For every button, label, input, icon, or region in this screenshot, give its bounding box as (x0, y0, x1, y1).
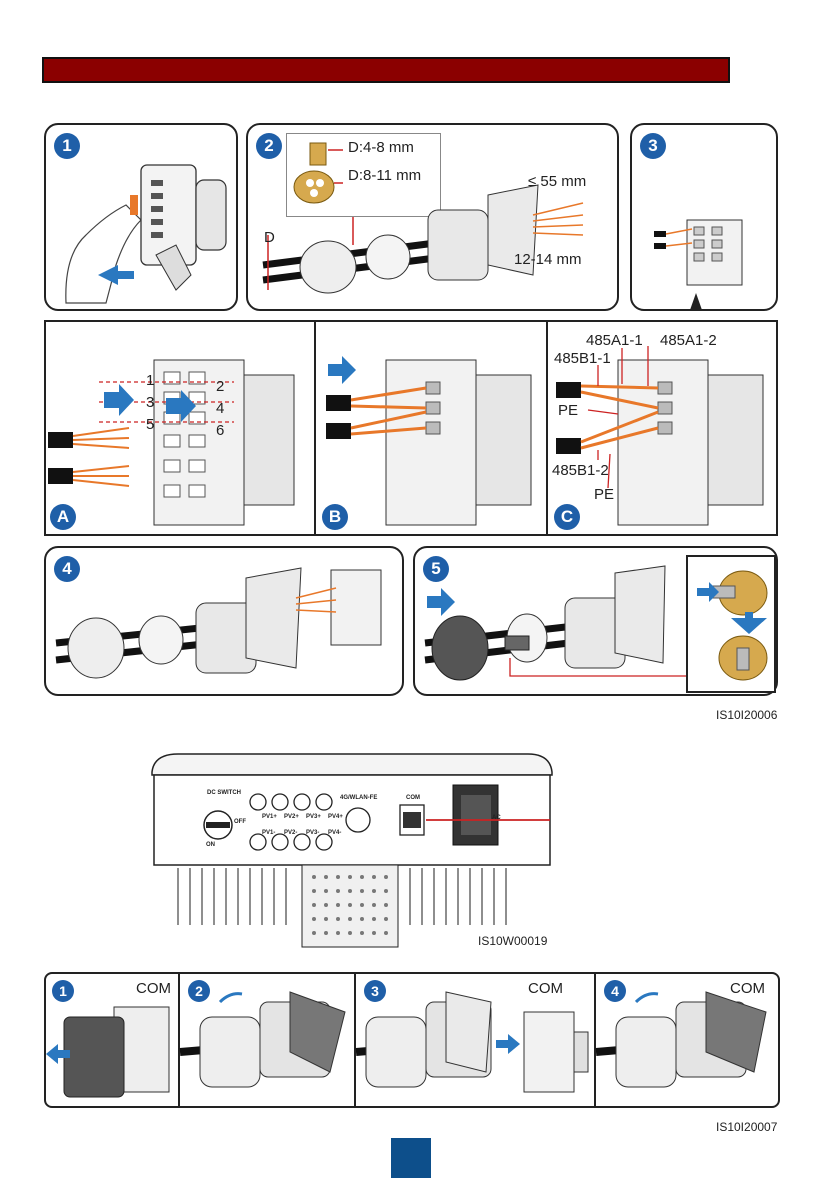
label-485b1-1: 485B1-1 (554, 350, 611, 367)
device-figure-id: IS10W00019 (478, 934, 547, 948)
panel-c-badge: C (554, 504, 580, 530)
label-485a1-2: 485A1-2 (660, 332, 717, 349)
pv4-minus-label: PV4- (328, 830, 341, 836)
assembly-illustration (46, 548, 406, 698)
ac-port-label: AC (492, 815, 501, 821)
page-number-badge (391, 1138, 431, 1178)
wiring-a-illustration (44, 320, 316, 536)
panel-b-badge: B (322, 504, 348, 530)
step-1-panel: 1 (44, 123, 238, 311)
pv2-minus-label: PV2- (284, 830, 297, 836)
wiring-b-illustration (316, 320, 548, 536)
pin-1-label: 1 (146, 372, 154, 389)
com-connector-loosen (180, 972, 356, 1108)
pv4-plus-label: PV4+ (328, 814, 343, 820)
com-step-4: 4 COM (596, 972, 780, 1108)
pv3-plus-label: PV3+ (306, 814, 321, 820)
pin-3-label: 3 (146, 394, 154, 411)
pin-6-label: 6 (216, 422, 224, 439)
com-cover-removal (44, 972, 180, 1108)
cable-diameter-label: D (264, 229, 275, 246)
pin-2-label: 2 (216, 378, 224, 395)
gasket-icons (248, 125, 621, 313)
com-connector-insert (356, 972, 596, 1108)
wiring-panel-a: 1 2 3 4 5 6 A (44, 320, 316, 536)
fe-port-label: 4G/WLAN-FE (340, 795, 377, 801)
com-port-label: COM (406, 795, 420, 801)
step-5-panel: 5 (413, 546, 778, 696)
gasket-large-dimension: D:8-11 mm (348, 167, 421, 184)
gasket-small-dimension: D:4-8 mm (348, 139, 414, 156)
panel-a-badge: A (50, 504, 76, 530)
label-485b1-2: 485B1-2 (552, 462, 609, 479)
pv1-minus-label: PV1- (262, 830, 275, 836)
dc-switch-label: DC SWITCH (204, 790, 244, 796)
off-label: OFF (234, 819, 246, 825)
label-pe-2: PE (594, 486, 614, 503)
pv1-plus-label: PV1+ (262, 814, 277, 820)
figure-id-2: IS10I20007 (716, 1120, 777, 1134)
pin-4-label: 4 (216, 400, 224, 417)
label-485a1-1: 485A1-1 (586, 332, 643, 349)
com-connector-tighten (596, 972, 780, 1108)
wiring-panel-b: B (316, 320, 548, 536)
on-label: ON (206, 842, 215, 848)
pin-5-label: 5 (146, 416, 154, 433)
step-3-panel: 3 (630, 123, 778, 311)
com-step-3: 3 COM (356, 972, 596, 1108)
connector-grip-illustration (46, 125, 240, 313)
pv3-minus-label: PV3- (306, 830, 319, 836)
inverter-device-illustration (148, 750, 568, 950)
section-header-bar (42, 57, 730, 83)
com-step-2: 2 (180, 972, 356, 1108)
figure-id-1: IS10I20006 (716, 708, 777, 722)
strip-length-label: ≤ 55 mm (528, 173, 586, 190)
pv2-plus-label: PV2+ (284, 814, 299, 820)
step-2-panel: 2 D:4-8 mm D:8-11 mm D ≤ 55 mm 12-14 mm (246, 123, 619, 311)
wiring-panel-c: 485A1-1 485A1-2 485B1-1 PE 485B1-2 PE C (548, 320, 778, 536)
bare-length-label: 12-14 mm (514, 251, 582, 268)
terminal-block-illustration (632, 125, 780, 313)
seal-insertion-illustration (415, 548, 780, 698)
label-pe-1: PE (558, 402, 578, 419)
step-4-panel: 4 (44, 546, 404, 696)
com-step-1: 1 COM (44, 972, 180, 1108)
